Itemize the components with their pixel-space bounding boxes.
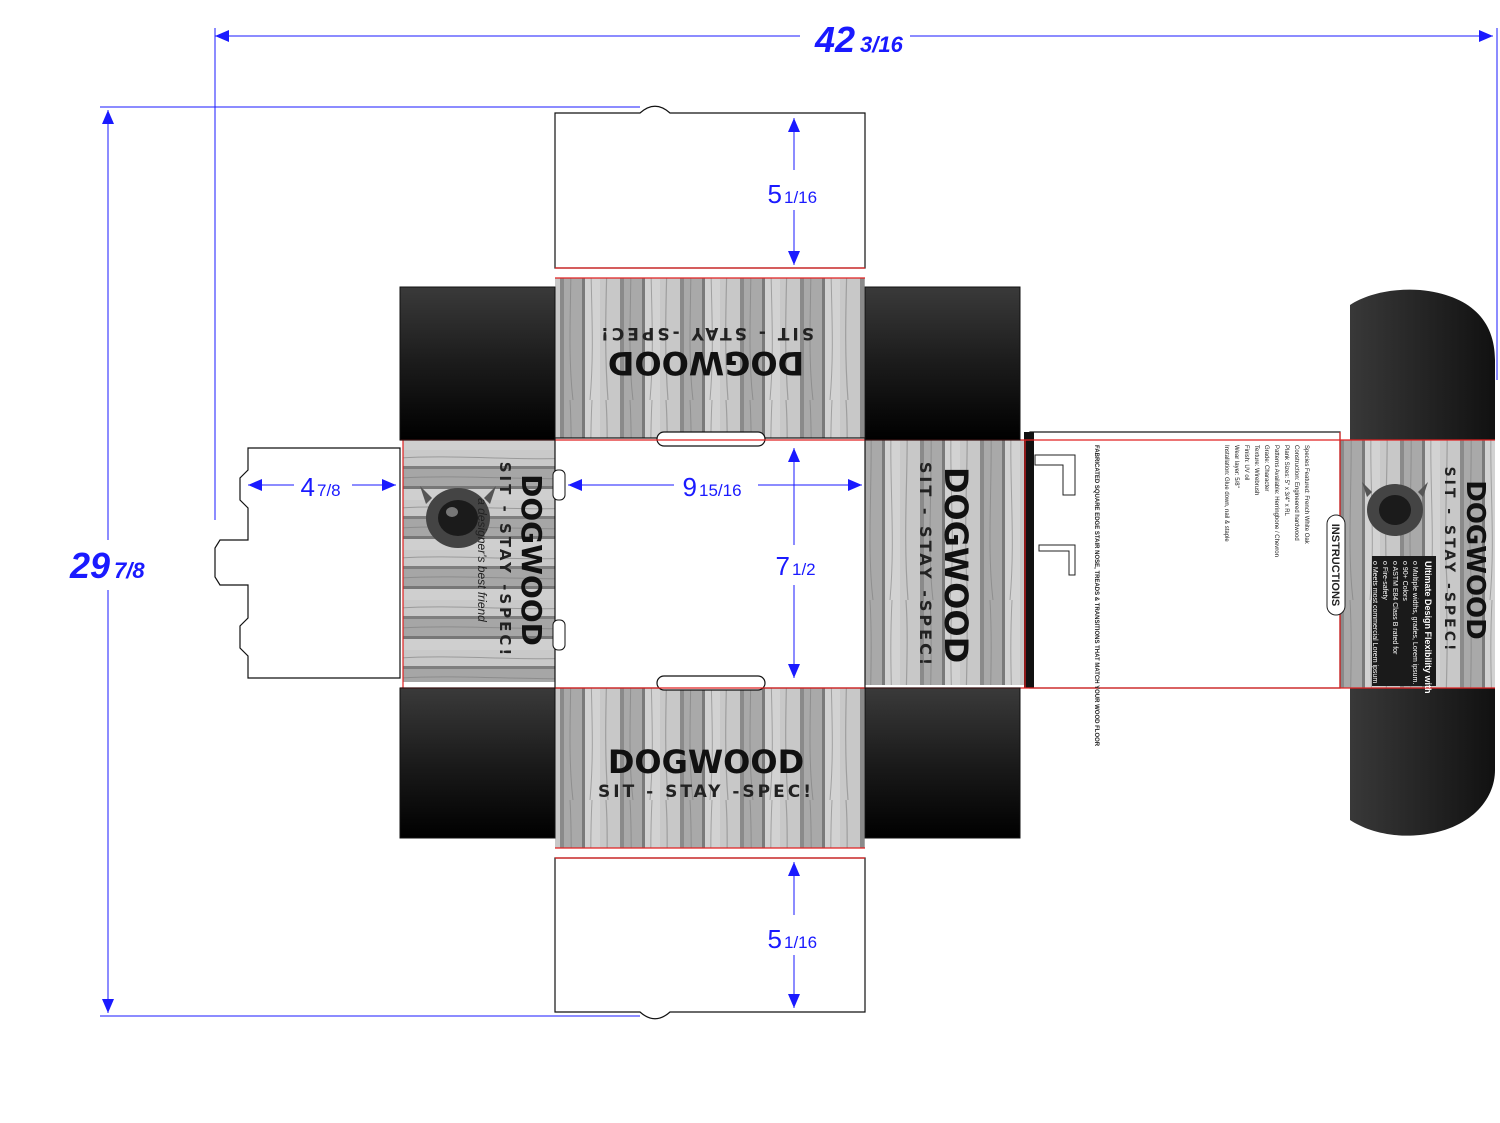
bottom-flap-dim-whole: 5 [768,924,782,954]
dark-flap-top-right [865,287,1020,440]
spec-line-5: Grade: Character [1263,445,1269,491]
spec-line-3: Plank Sizes: 5" x 3/4" x RL [1283,445,1289,517]
spec-line-6: Texture: Wirebrush [1253,445,1259,495]
dark-flap-bottom-right [865,688,1020,838]
tagline-bottom: SIT - STAY -SPEC! [598,782,814,802]
features-box [1372,556,1436,686]
tagline-left: SIT - STAY -SPEC! [496,462,514,659]
overall-width-frac: 3/16 [860,32,904,57]
tagline-top: SIT - STAY -SPEC! [598,323,814,343]
bottom-wood-panel [555,688,865,848]
dark-flap-bottom-left [400,688,555,838]
instructions-header-box [1326,514,1346,616]
tab-slot-1 [552,469,566,501]
spec-line-4: Patterns Available: Herringbone / Chevro… [1273,445,1279,557]
brand-name-bottom: DOGWOOD [608,743,804,781]
instructions-header: INSTRUCTIONS [1329,524,1341,607]
dark-end-flap [1340,289,1495,836]
stair-tread-profile-icon [1038,544,1076,576]
overall-width-label: 42 [814,19,855,60]
tagline-right: SIT - STAY -SPEC! [916,462,935,668]
left-tuck-flap [214,447,401,679]
features-title: Ultimate Design Flexibility with [1423,561,1433,694]
spec-line-8: Wear layer: 5/8" [1233,445,1239,488]
dog-icon-left [420,486,496,548]
top-wood-panel [555,278,865,438]
stair-nose-profile-icon [1034,454,1076,496]
dark-flap-top-left [400,287,555,440]
instructions-edge-bar [1024,432,1034,688]
feature-item-2: o 90+ Colors [1401,561,1408,601]
tagline-end: SIT - STAY -SPEC! [1441,467,1457,654]
feature-item-4: o Fire-safety [1381,561,1388,600]
overall-height-label: 29 [69,545,110,586]
base-height-dim-whole: 7 [776,551,790,581]
handle-slot-top [656,431,766,447]
dimension-arrowheads [102,30,1493,1013]
brand-name-end: DOGWOOD [1460,480,1490,640]
feature-item-3: o ASTM E84 Class B rated for [1391,561,1398,655]
cut-lines [399,286,1021,839]
brand-name-left: DOGWOOD [515,474,548,646]
bottom-flap-dim-frac: 1/16 [784,933,817,952]
top-flap [554,105,866,269]
side-panel-dim-frac: 7/8 [317,481,341,500]
base-height-dim-frac: 1/2 [792,560,816,579]
spec-line-7: Finish: UV oil [1243,445,1249,480]
tab-slot-2 [552,619,566,651]
signature-left: a designer's best friend [475,498,489,622]
instructions-footer-title: FABRICATED SQUARE EDGE STAIR NOSE, TREAD… [1093,445,1099,747]
side-panel-dim-whole: 4 [301,472,315,502]
base-width-dim-whole: 9 [683,472,697,502]
left-wood-panel [403,440,555,682]
spec-line-2: Construction: Engineered hardwood [1293,445,1299,541]
brand-name-right: DOGWOOD [937,467,975,663]
base-width-dim-frac: 15/16 [699,481,742,500]
feature-item-5: o Meets most commercial Lorem ipsum [1371,561,1378,683]
spec-line-9: Installation: Glue down, nail & staple [1223,445,1229,542]
spec-line-1: Species Featured: French White Oak [1303,445,1309,545]
handle-slot-bottom [656,675,766,691]
dog-icon-end [1362,482,1428,536]
overall-height-frac: 7/8 [114,558,145,583]
right-wood-panel [865,440,1025,685]
brand-name-top: DOGWOOD [608,344,804,382]
bottom-flap [554,857,866,1020]
feature-item-1: o Multiple widths, grades, Lorem ipsum. [1411,561,1418,684]
top-flap-dim-frac: 1/16 [784,188,817,207]
instructions-panel [1029,431,1341,689]
top-flap-dim-whole: 5 [768,179,782,209]
